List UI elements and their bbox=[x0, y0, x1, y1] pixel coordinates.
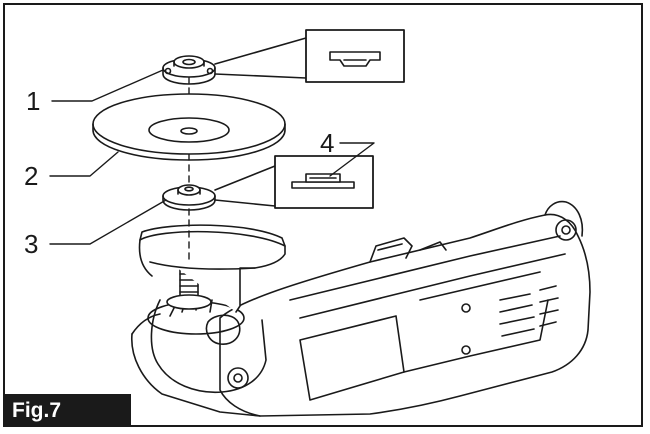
figure-label: Fig.7 bbox=[3, 394, 131, 427]
callout-4: 4 bbox=[320, 128, 335, 158]
detail-box-lock-nut bbox=[214, 29, 405, 83]
abrasive-disc bbox=[92, 93, 286, 161]
lock-nut bbox=[162, 55, 216, 85]
callout-leaders bbox=[49, 69, 375, 245]
detail-box-flange bbox=[214, 155, 374, 209]
callout-3: 3 bbox=[24, 229, 39, 259]
callout-1: 1 bbox=[26, 86, 41, 116]
inner-flange bbox=[162, 184, 216, 211]
angle-grinder bbox=[131, 200, 591, 417]
wheel-guard bbox=[138, 224, 286, 313]
callout-2: 2 bbox=[24, 161, 39, 191]
